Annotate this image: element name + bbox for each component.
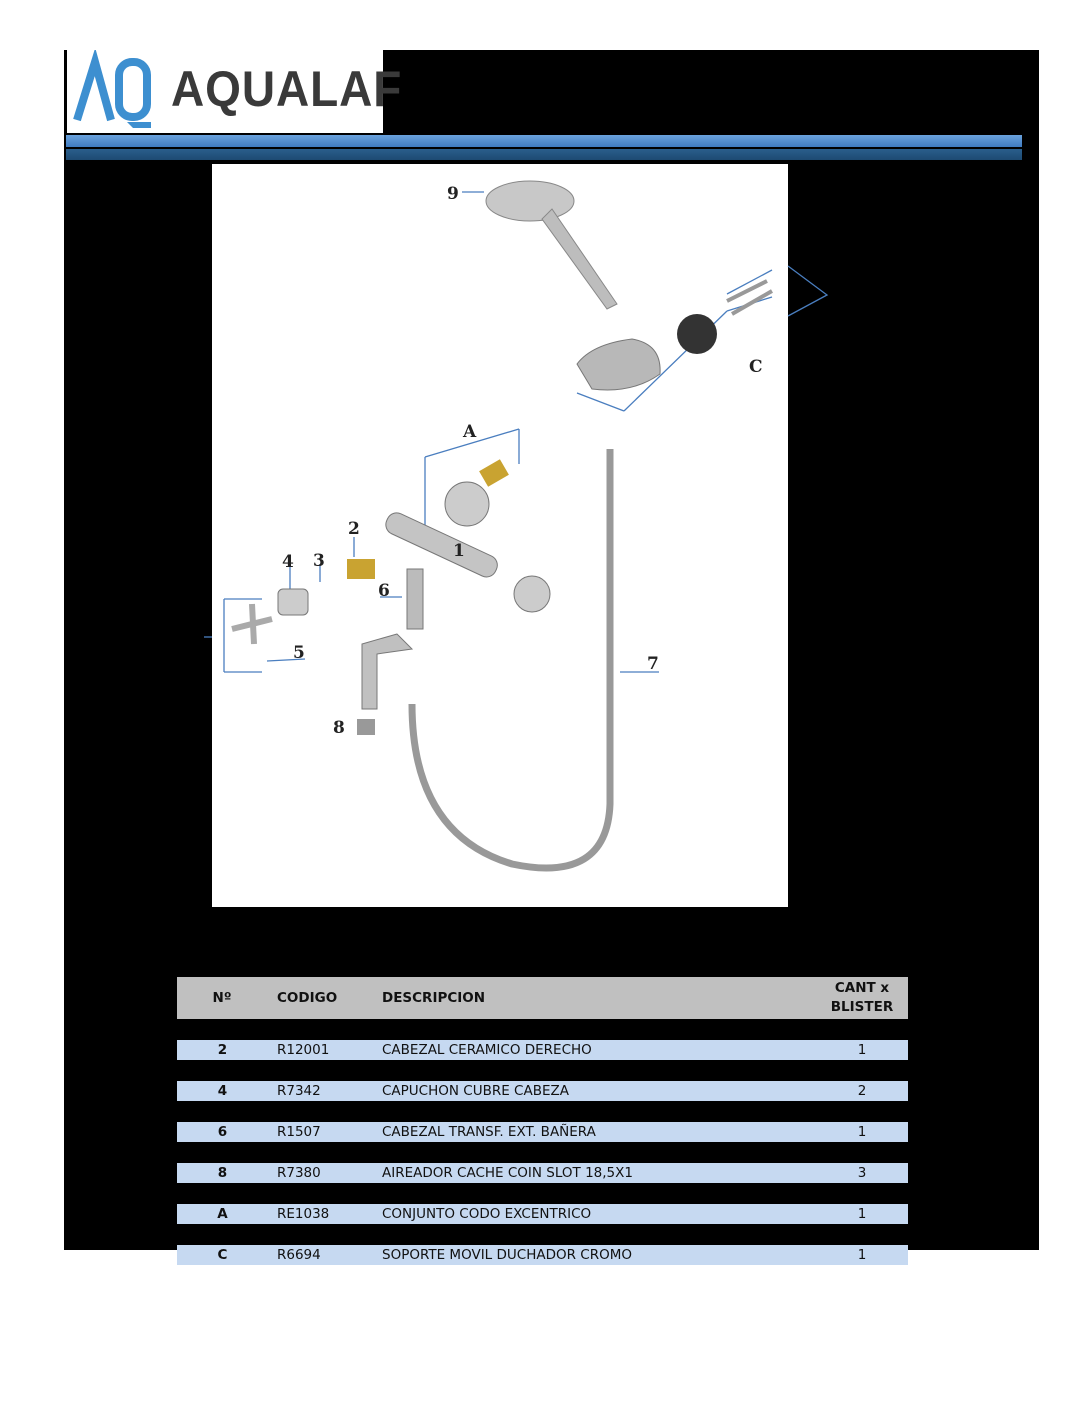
callout-6: 6	[378, 581, 390, 601]
aq-logo-icon	[73, 50, 151, 128]
cell-num: 2	[177, 1040, 258, 1060]
header-bar-dark	[66, 149, 1022, 160]
cell-desc: CONJUNTO CODO EXCENTRICO	[382, 1204, 816, 1224]
cell-qty: 1	[816, 1204, 908, 1224]
cell-desc: CABEZAL TRANSF. EXT. BAÑERA	[382, 1122, 816, 1142]
row-gap	[177, 1183, 908, 1204]
cell-qty: 3	[816, 1163, 908, 1183]
callout-5: 5	[293, 643, 305, 663]
cell-num: 4	[177, 1081, 258, 1101]
callout-8: 8	[333, 718, 345, 738]
callout-A: A	[462, 422, 477, 442]
brand-name: AQUALAF	[171, 61, 403, 117]
header-qty-line2: BLISTER	[830, 999, 894, 1015]
cell-desc: SOPORTE MOVIL DUCHADOR CROMO	[382, 1245, 816, 1265]
callout-C: C	[749, 357, 763, 377]
cell-qty: 2	[816, 1081, 908, 1101]
cell-num: A	[177, 1204, 258, 1224]
callout-7: 7	[647, 654, 659, 674]
cell-code: R6694	[258, 1245, 382, 1265]
brand-logo: AQUALAF	[67, 50, 401, 133]
cell-desc: CABEZAL CERAMICO DERECHO	[382, 1040, 816, 1060]
callout-2: 2	[348, 519, 360, 539]
cell-qty: 1	[816, 1245, 908, 1265]
cell-qty: 1	[816, 1040, 908, 1060]
table-header: Nº CODIGO DESCRIPCION CANT x BLISTER	[177, 977, 908, 1019]
row-gap	[177, 1101, 908, 1122]
cell-num: 8	[177, 1163, 258, 1183]
hand-shower-icon	[485, 180, 618, 310]
cell-code: R1507	[258, 1122, 382, 1142]
faucet-body-icon	[231, 459, 551, 735]
cell-desc: AIREADOR CACHE COIN SLOT 18,5X1	[382, 1163, 816, 1183]
cell-code: R7342	[258, 1081, 382, 1101]
header-desc: DESCRIPCION	[382, 977, 816, 1019]
row-gap	[177, 1142, 908, 1163]
diagram-drawing: 9 C A 2 1 4 3 6 5 7 8	[223, 180, 773, 872]
header-num: Nº	[177, 977, 258, 1019]
row-gap	[177, 1060, 908, 1081]
cell-code: R12001	[258, 1040, 382, 1060]
header-code: CODIGO	[258, 977, 382, 1019]
cell-num: 6	[177, 1122, 258, 1142]
callout-3: 3	[313, 551, 325, 571]
cell-num: C	[177, 1245, 258, 1265]
cell-desc: CAPUCHON CUBRE CABEZA	[382, 1081, 816, 1101]
header-qty-line1: CANT x	[834, 980, 890, 996]
callout-4: 4	[282, 552, 294, 572]
row-gap	[177, 1224, 908, 1245]
header-qty: CANT x BLISTER	[816, 977, 908, 1019]
callout-9: 9	[447, 184, 459, 204]
header-bar-light	[66, 135, 1022, 147]
exploded-diagram: 9 C A 2 1 4 3 6 5 7 8	[212, 164, 788, 907]
cell-code: RE1038	[258, 1204, 382, 1224]
cell-qty: 1	[816, 1122, 908, 1142]
cell-code: R7380	[258, 1163, 382, 1183]
callout-1: 1	[453, 541, 465, 561]
row-gap	[177, 1019, 908, 1040]
